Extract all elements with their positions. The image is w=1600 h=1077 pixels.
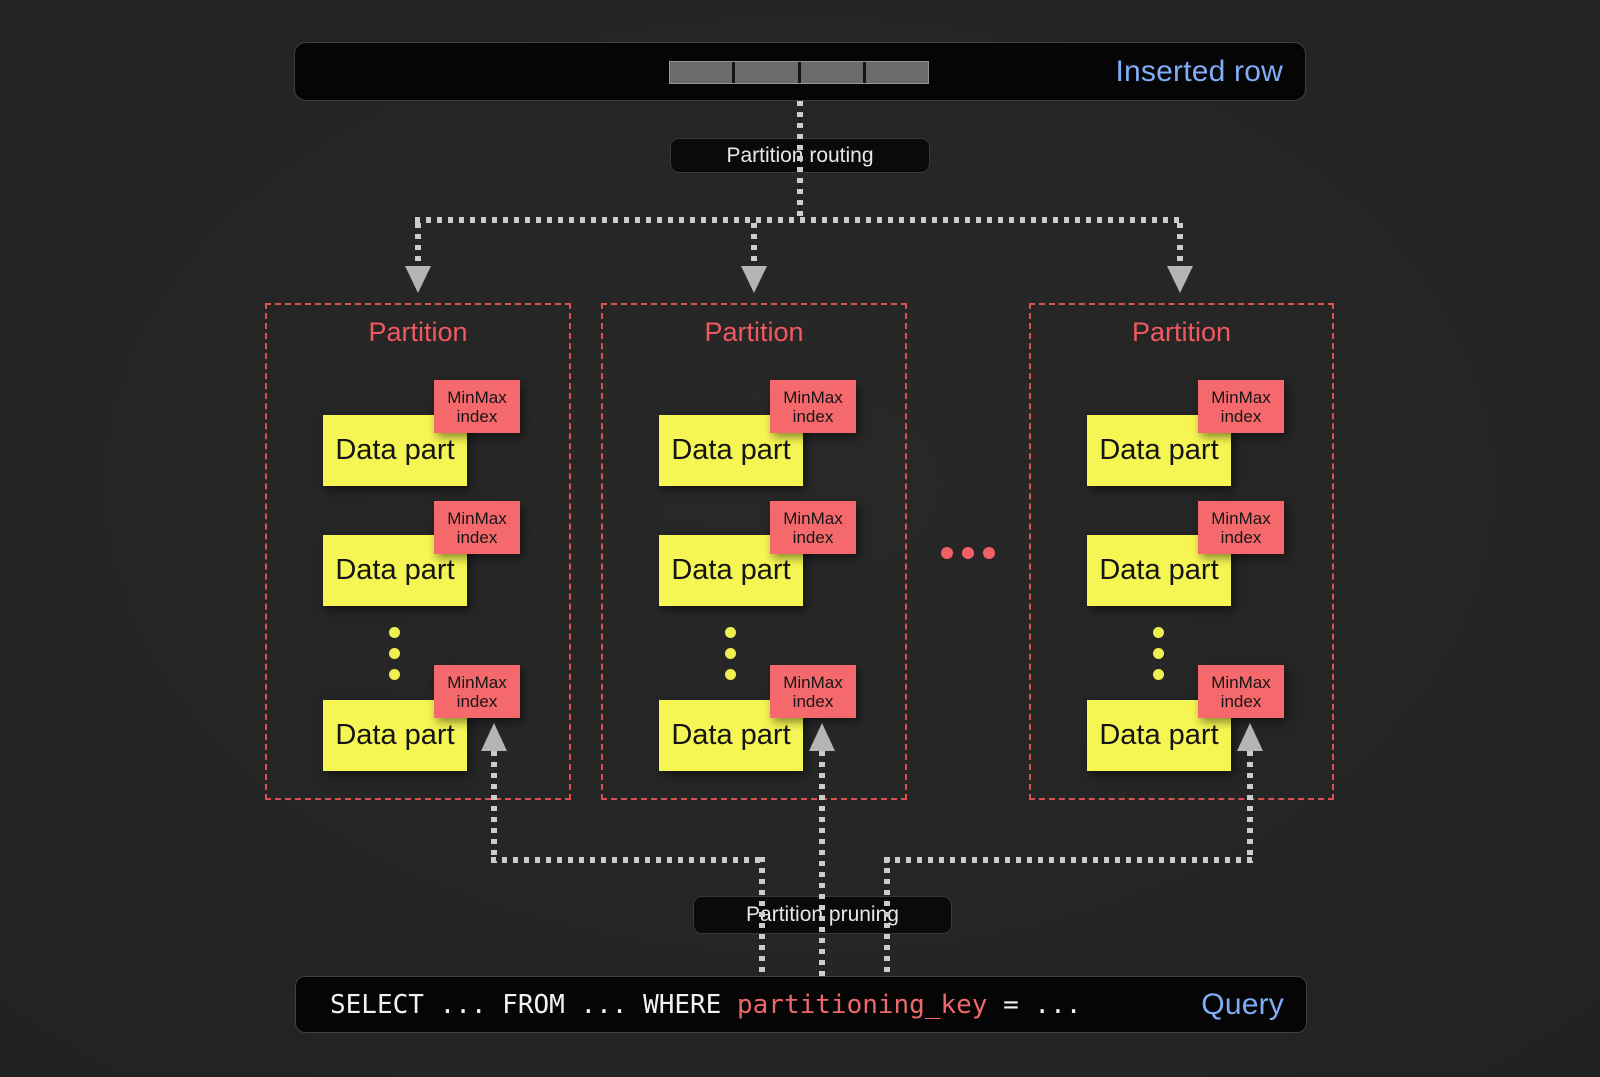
minmax-index-tag: MinMax index — [1198, 501, 1284, 554]
minmax-line2: index — [456, 406, 498, 426]
minmax-index-tag: MinMax index — [434, 501, 520, 554]
up-arrow-icon — [1237, 723, 1263, 751]
query-bar: SELECT ... FROM ... WHERE partitioning_k… — [295, 976, 1307, 1033]
query-code-partitioning-key: partitioning_key — [737, 989, 988, 1020]
inserted-row-bar: Inserted row — [294, 42, 1306, 101]
minmax-line1: MinMax — [1211, 508, 1271, 528]
minmax-index-tag: MinMax index — [1198, 380, 1284, 433]
routing-line-horizontal — [415, 217, 1183, 223]
more-parts-dots — [725, 627, 736, 680]
query-code-before: SELECT ... FROM ... WHERE — [330, 989, 737, 1020]
partition-title: Partition — [704, 317, 804, 347]
minmax-line1: MinMax — [1211, 672, 1271, 692]
minmax-index-tag: MinMax index — [434, 665, 520, 718]
minmax-line1: MinMax — [1211, 387, 1271, 407]
minmax-line2: index — [456, 691, 498, 711]
minmax-index-tag: MinMax index — [770, 380, 856, 433]
routing-branch-right — [1177, 223, 1183, 267]
partition-pruning-label: Partition pruning — [746, 903, 899, 926]
pruning-line-right-drop — [884, 857, 890, 976]
minmax-index-tag: MinMax index — [434, 380, 520, 433]
more-parts-dots — [389, 627, 400, 680]
pruning-line-right-vertical — [1247, 751, 1253, 863]
down-arrow-icon — [1167, 266, 1193, 293]
partition-box-2: Partition MinMax index Data part MinMax … — [601, 303, 907, 800]
minmax-line1: MinMax — [783, 387, 843, 407]
minmax-line2: index — [792, 691, 834, 711]
minmax-line2: index — [792, 406, 834, 426]
minmax-line1: MinMax — [783, 508, 843, 528]
pruning-line-left-horizontal — [491, 857, 765, 863]
query-code: SELECT ... FROM ... WHERE partitioning_k… — [330, 990, 1081, 1020]
pruning-line-right-horizontal — [884, 857, 1253, 863]
minmax-line1: MinMax — [447, 508, 507, 528]
query-code-after: = ... — [987, 989, 1082, 1020]
partition-box-1: Partition MinMax index Data part MinMax … — [265, 303, 571, 800]
up-arrow-icon — [481, 723, 507, 751]
routing-line-vertical — [797, 101, 803, 222]
minmax-line1: MinMax — [447, 672, 507, 692]
down-arrow-icon — [405, 266, 431, 293]
minmax-line1: MinMax — [783, 672, 843, 692]
row-segment — [670, 62, 736, 83]
up-arrow-icon — [809, 723, 835, 751]
pruning-line-left-drop — [759, 857, 765, 976]
row-segment — [800, 62, 866, 83]
minmax-line2: index — [792, 527, 834, 547]
partition-box-3: Partition MinMax index Data part MinMax … — [1029, 303, 1334, 800]
pruning-line-middle-vertical — [819, 751, 825, 976]
partition-routing-label: Partition routing — [726, 143, 874, 167]
minmax-line2: index — [1220, 527, 1262, 547]
more-parts-dots — [1153, 627, 1164, 680]
row-segment — [735, 62, 801, 83]
routing-branch-left — [415, 223, 421, 267]
minmax-line2: index — [456, 527, 498, 547]
more-partitions-ellipsis — [941, 547, 995, 559]
routing-branch-middle — [751, 223, 757, 267]
down-arrow-icon — [741, 266, 767, 293]
inserted-row-label: Inserted row — [1115, 54, 1283, 88]
pruning-line-left-vertical — [491, 751, 497, 863]
minmax-index-tag: MinMax index — [770, 665, 856, 718]
partition-title: Partition — [368, 317, 468, 347]
query-label: Query — [1201, 987, 1284, 1021]
minmax-line2: index — [1220, 691, 1262, 711]
minmax-line2: index — [1220, 406, 1262, 426]
minmax-line1: MinMax — [447, 387, 507, 407]
minmax-index-tag: MinMax index — [770, 501, 856, 554]
partition-title: Partition — [1131, 317, 1232, 347]
data-part: Data part — [323, 700, 467, 771]
row-segment — [865, 62, 928, 83]
minmax-index-tag: MinMax index — [1198, 665, 1284, 718]
row-segments — [669, 61, 929, 84]
